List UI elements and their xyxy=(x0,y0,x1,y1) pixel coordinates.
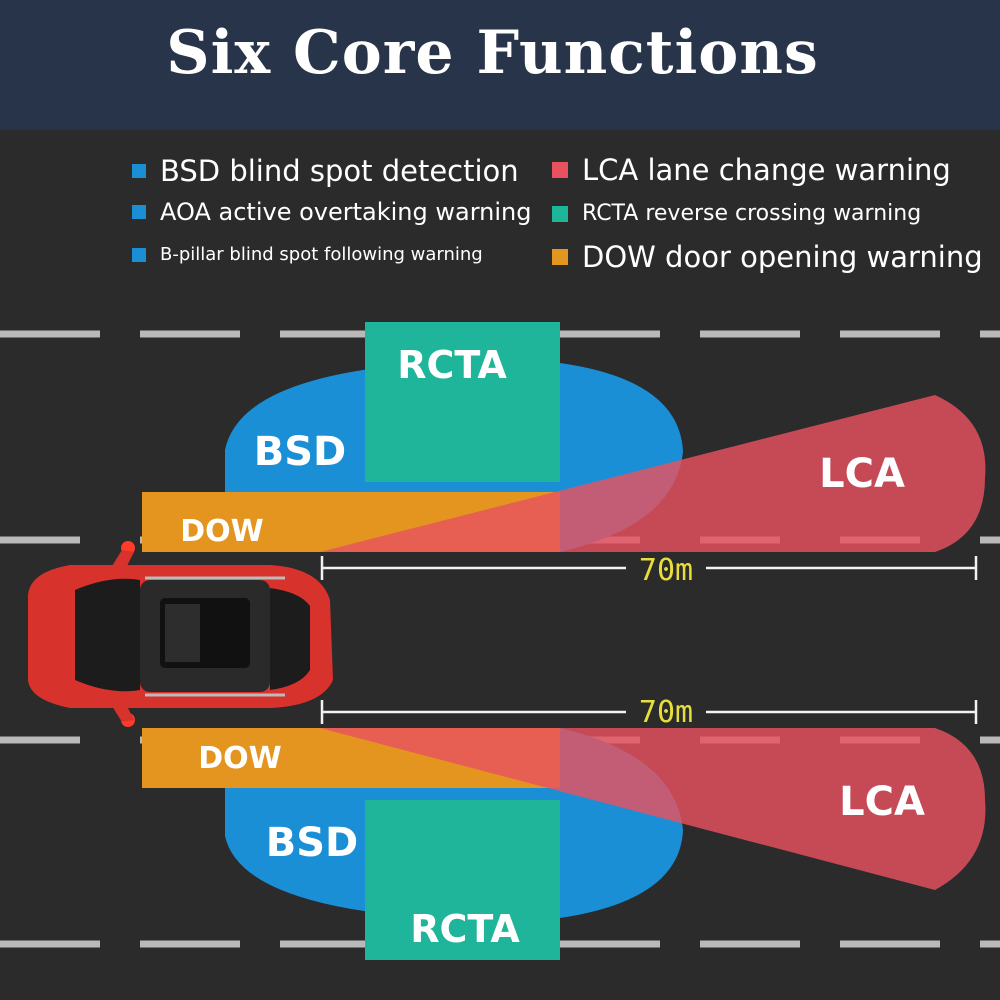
legend-item-bsd: BSD blind spot detection xyxy=(132,154,519,188)
distance-marker-top xyxy=(320,556,978,580)
legend-swatch-aoa xyxy=(132,205,146,219)
legend-item-lca: LCA lane change warning xyxy=(552,153,951,187)
dow-label-bottom: DOW xyxy=(198,741,282,776)
bsd-label-bottom: BSD xyxy=(266,820,359,866)
legend-label-b-pillar: B-pillar blind spot following warning xyxy=(160,244,483,265)
legend-label-aoa: AOA active overtaking warning xyxy=(160,198,532,226)
rcta-label-bottom: RCTA xyxy=(410,907,520,951)
title-bar: Six Core Functions xyxy=(0,0,1000,130)
page-title: Six Core Functions xyxy=(166,18,819,88)
dow-label-top: DOW xyxy=(180,514,264,549)
legend-label-lca: LCA lane change warning xyxy=(582,153,951,187)
legend-swatch-lca xyxy=(552,162,568,178)
legend-label-dow: DOW door opening warning xyxy=(582,240,983,274)
rcta-zone-top xyxy=(365,322,560,482)
lca-zone-top xyxy=(320,395,986,552)
legend-swatch-dow xyxy=(552,249,568,265)
distance-label-bottom: 70m xyxy=(639,695,693,730)
lca-label-top: LCA xyxy=(819,451,905,497)
distance-marker-bottom xyxy=(320,700,978,724)
rcta-zone-bottom xyxy=(365,800,560,960)
legend-swatch-b-pillar xyxy=(132,247,146,262)
legend-label-rcta: RCTA reverse crossing warning xyxy=(582,201,922,226)
legend-swatch-rcta xyxy=(552,205,568,222)
lca-zone-bottom xyxy=(320,728,986,890)
rcta-label-top: RCTA xyxy=(397,343,507,387)
legend-item-b-pillar: B-pillar blind spot following warning xyxy=(132,244,483,265)
car-top-view xyxy=(28,541,333,727)
legend-swatch-bsd xyxy=(132,164,146,178)
legend-item-aoa: AOA active overtaking warning xyxy=(132,198,531,226)
lca-label-bottom: LCA xyxy=(839,779,925,825)
legend-label-bsd: BSD blind spot detection xyxy=(160,154,519,188)
distance-label-top: 70m xyxy=(639,553,693,588)
bsd-label-top: BSD xyxy=(254,429,347,475)
legend-item-rcta: RCTA reverse crossing warning xyxy=(552,201,921,226)
legend-item-dow: DOW door opening warning xyxy=(552,240,983,274)
